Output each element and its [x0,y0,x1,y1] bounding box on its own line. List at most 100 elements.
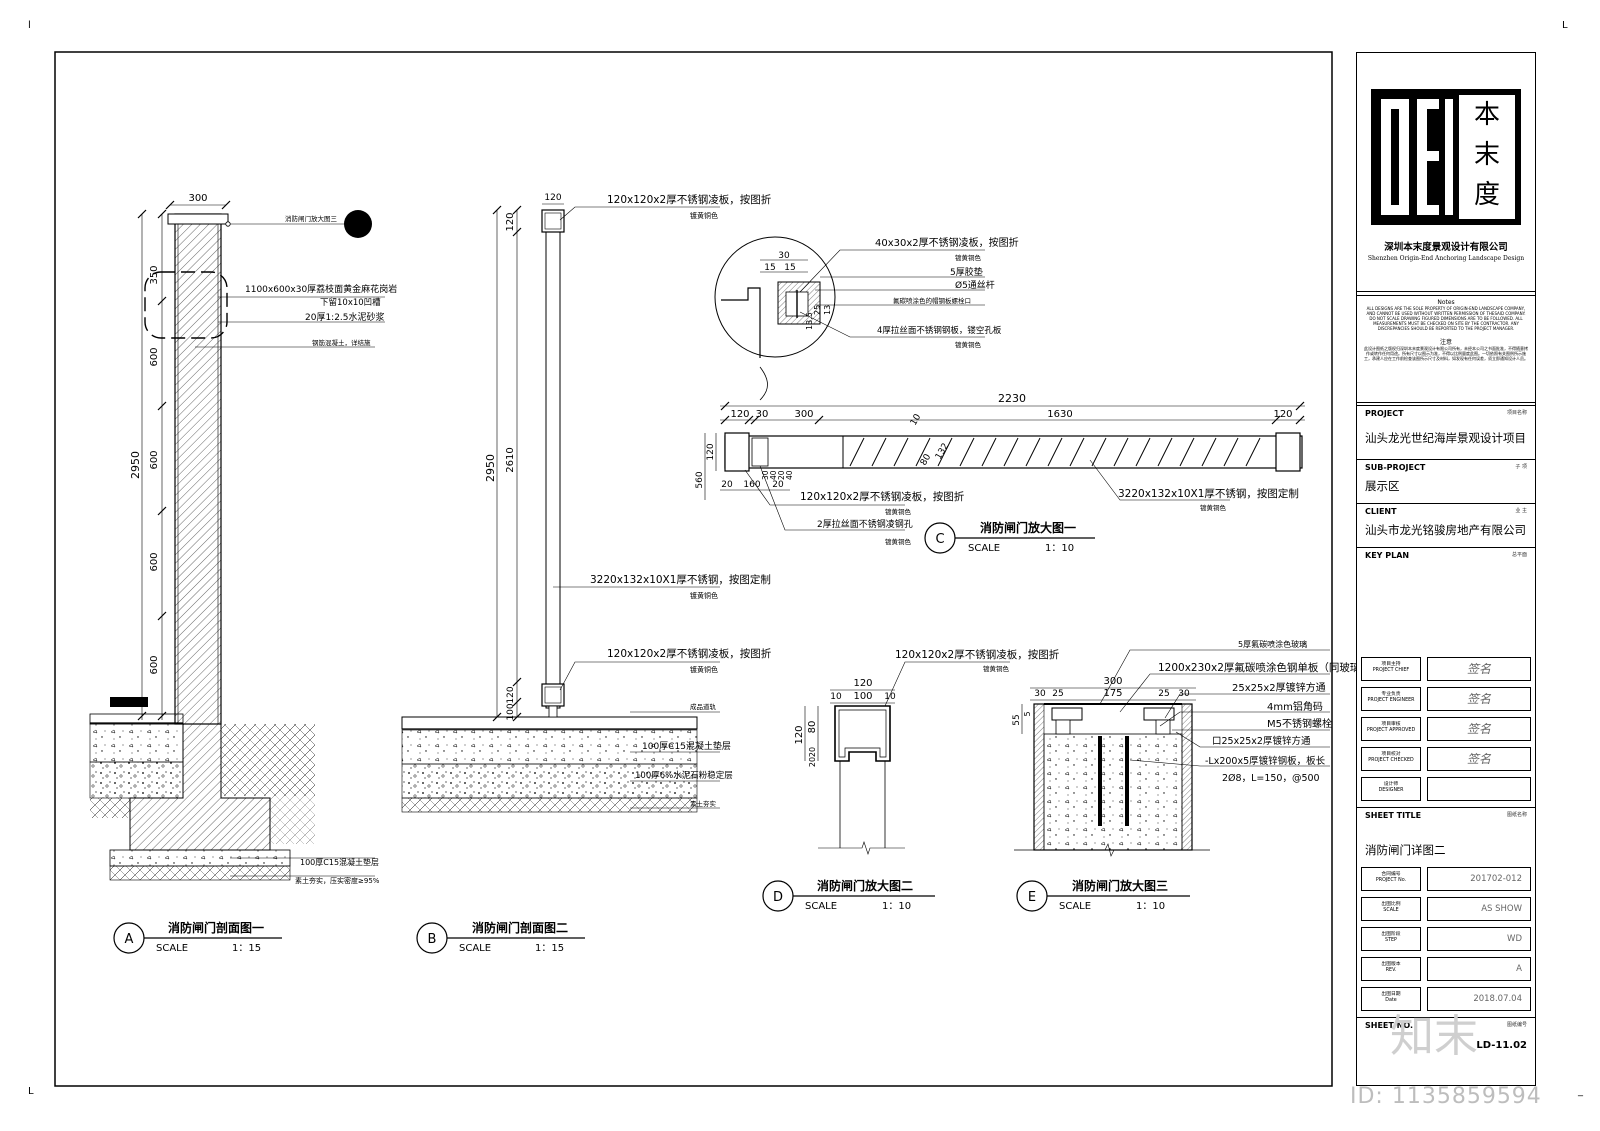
dim-a-350: 350 [149,265,160,284]
dim-e-a25: 25 [1052,689,1063,699]
note-b-4: 成品道轨 [690,702,717,711]
notes-title-cn: 注意 [1439,339,1452,346]
subproject-label: SUB-PROJECT [1365,463,1426,472]
notes-english: ALL DESIGNS ARE THE SOLE PROPERTY OF ORI… [1366,306,1526,331]
note-c-8b: 镀黄铜色 [1200,503,1227,512]
note-e-5: M5不锈钢螺栓 [1267,717,1332,730]
note-b-1: 120x120x2厚不锈钢凌板，按图折 [607,193,772,206]
corner-mark-tr: L [1562,20,1568,31]
svg-text:25: 25 [813,305,822,315]
meta-value-step: WD [1427,927,1531,951]
sheet-frame [54,51,1333,1087]
dim-e-m175: 175 [1103,688,1122,699]
logo-chinese: 本 末 度 [1459,95,1515,219]
dim-c-r120: 120 [1273,409,1292,420]
project-section: PROJECT 项目名称 汕头龙光世纪海岸景观设计项目 [1357,405,1535,458]
note-c-5b: 镀黄铜色 [955,340,982,349]
notes-title: Notes [1437,299,1455,306]
sheet-no-label-cn: 图纸编号 [1506,1022,1527,1028]
note-c-7: 2厚拉丝面不锈钢凌钢孔 [817,518,913,530]
client-name: 汕头市龙光铭骏房地产有限公司 [1365,523,1526,537]
section-tag-b-letter: B [428,932,437,947]
drawing-d-scale-label: SCALE [805,901,837,912]
note-b-2: 3220x132x10X1厚不锈钢，按图定制 [590,573,771,586]
dim-d-h20a: 20 [808,747,817,757]
note-c-4: 氟碳喷涂色的帽钢板螺栓口 [893,296,971,305]
logo-bars-icon [1381,99,1453,215]
dim-e-h55: 55 [1012,714,1022,725]
title-block: 本 末 度 深圳本末度景观设计有限公司 Shenzhen Origin-End … [1356,52,1536,1086]
meta-value-scale: AS SHOW [1427,897,1531,921]
signature-engineer: 签名 [1427,687,1531,711]
note-c-5: 4厚拉丝面不锈钢钢板，镂空孔板 [877,325,1002,336]
drawing-a-scale-label: SCALE [156,943,188,954]
dim-c-b160: 160 [743,480,760,490]
dim-a-600-2: 600 [149,450,160,469]
sheet-title: 消防闸门详图二 [1365,843,1446,857]
section-tag-c-letter: C [935,532,944,547]
dim-d-w120: 120 [853,678,872,689]
note-c-6b: 镀黄铜色 [885,507,912,516]
dim-c-b20: 20 [721,480,733,490]
dim-c-total: 2230 [998,392,1026,405]
project-label: PROJECT [1365,409,1404,418]
sheet-title-label: SHEET TITLE [1365,811,1422,820]
drawing-b-scale: 1：15 [535,943,564,954]
note-e-1: 5厚氟碳喷涂色玻璃 [1238,639,1307,649]
note-e-3: 25x25x2厚镀锌方通 [1232,681,1326,694]
company-logo-area: 本 末 度 深圳本末度景观设计有限公司 Shenzhen Origin-End … [1357,53,1535,292]
note-c-7b: 镀黄铜色 [885,537,912,546]
note-e-7: -Lx200x5厚镀锌钢板，板长 [1205,755,1326,767]
drawing-a-scale: 1：15 [232,943,261,954]
client-section: CLIENT 业 主 汕头市龙光铭骏房地产有限公司 [1357,503,1535,546]
section-tag-e-letter: E [1028,890,1036,905]
drawing-c-title: 消防闸门放大图一 [980,520,1076,535]
dim-e-b25: 25 [1158,689,1169,699]
svg-text:20: 20 [777,470,786,480]
note-d-1b: 镀黄铜色 [983,664,1010,673]
sheet-title-label-cn: 图纸名称 [1506,812,1527,818]
drawing-b-title: 消防闸门剖面图二 [472,920,568,935]
note-c-8: 3220x132x10X1厚不锈钢，按图定制 [1118,487,1299,500]
svg-text:13.5: 13.5 [805,312,814,330]
corner-mark-br: _ [1577,1086,1584,1097]
dim-a-total: 2950 [129,451,142,479]
note-a-5: 100厚C15混凝土垫层 [300,857,379,867]
note-a-6: 素土夯实，压实密度≥95% [295,876,380,885]
dim-d-r10: 10 [884,692,896,702]
dim-a-600-1: 600 [149,347,160,366]
dim-b-mid: 2610 [505,447,516,472]
dim-e-a30: 30 [1034,689,1046,699]
note-a-4: 钢筋混凝土，详结施 [312,338,371,347]
svg-text:30: 30 [761,470,770,480]
key-plan-label-cn: 总平面 [1511,552,1527,558]
sheet-title-section: SHEET TITLE 图纸名称 消防闸门详图二 [1357,807,1535,866]
svg-text:40: 40 [785,470,794,480]
drawing-d-title: 消防闸门放大图二 [817,878,913,893]
client-label: CLIENT [1365,507,1397,516]
signature-designer [1427,777,1531,801]
meta-value-date: 2018.07.04 [1427,987,1531,1011]
dim-c-15b: 15 [784,263,795,273]
paving-block [110,697,148,707]
dim-b-100: 100 [506,703,516,720]
logo-char-1: 本 [1473,100,1500,130]
note-b-1b: 镀黄铜色 [690,211,718,220]
detail-drawing-d: 120 100 10 10 120 80 20 20 120x120x2厚不锈钢… [762,648,1060,912]
detail-drawing-e: 300 30 25 175 25 30 55 5 5厚氟碳喷涂色玻璃 1200x… [1012,639,1392,912]
sheet-no: LD-11.02 [1476,1040,1527,1051]
subproject-name: 展示区 [1365,479,1400,493]
